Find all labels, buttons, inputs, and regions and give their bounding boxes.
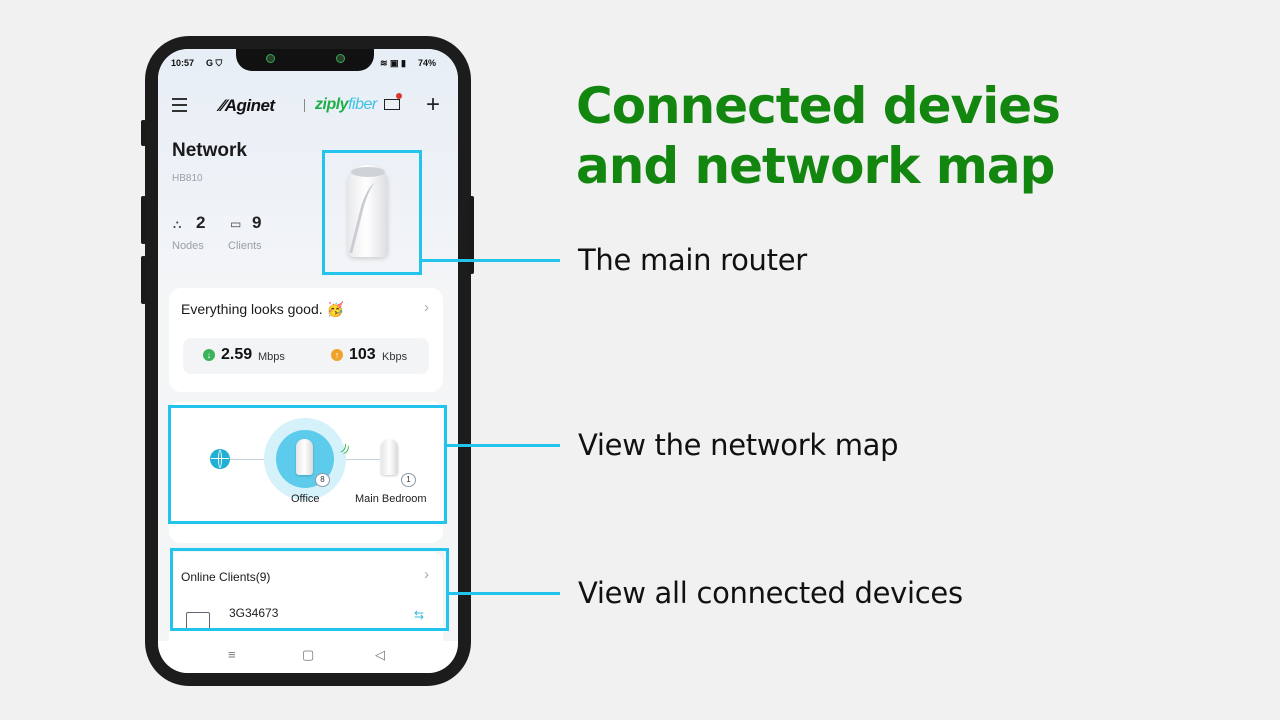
callout-network-map: View the network map: [578, 428, 899, 462]
hamburger-icon[interactable]: [172, 98, 187, 116]
upload-icon: ↑: [331, 349, 343, 361]
nodes-label: Nodes: [172, 240, 204, 252]
bedroom-node-icon[interactable]: [381, 439, 398, 475]
clients-count: 9: [252, 213, 262, 232]
map-link: [230, 459, 270, 460]
android-nav-bar: ≡ ▢ ◁: [158, 641, 458, 673]
battery-level: 74%: [418, 58, 437, 68]
slide-heading: Connected devies and network map: [576, 76, 1216, 196]
camera-notch: [236, 49, 374, 71]
app-bar: ⁄⁄Aginet ziplyfiber +: [158, 91, 458, 118]
main-router-image[interactable]: [348, 165, 390, 257]
upload-unit: Kbps: [382, 351, 408, 363]
router-connector-line: [422, 259, 560, 262]
upload-value: 103: [349, 346, 376, 363]
network-title: Network: [172, 140, 247, 161]
download-unit: Mbps: [258, 351, 285, 363]
mail-icon[interactable]: [384, 99, 400, 110]
speed-panel: ↓ 2.59 Mbps ↑ 103 Kbps: [183, 338, 429, 374]
phone-power-button: [469, 196, 474, 274]
notification-dot: [396, 93, 402, 99]
online-clients-card[interactable]: Online Clients(9) ›: [169, 552, 443, 652]
download-icon: ↓: [203, 349, 215, 361]
clients-highlight-box: [170, 548, 449, 631]
office-node-label: Office: [291, 493, 320, 505]
wifi-status-icon: ≋ ▣ ▮: [380, 58, 406, 68]
recent-apps-icon[interactable]: ≡: [228, 647, 236, 662]
party-emoji: 🥳: [326, 301, 344, 317]
phone-side-button: [141, 196, 146, 244]
home-icon[interactable]: ▢: [302, 647, 315, 662]
back-icon[interactable]: ◁: [375, 647, 385, 662]
map-link: [340, 459, 380, 460]
phone-screen: 10:57 G ⛉ ≋ ▣ ▮ 74% ⁄⁄Aginet ziplyfiber …: [158, 49, 458, 673]
chevron-right-icon: ›: [424, 566, 429, 583]
network-model: HB810: [172, 173, 203, 184]
heading-line-1: Connected devies: [576, 77, 1061, 135]
callout-connected-devices: View all connected devices: [578, 576, 963, 610]
router-highlight-box: [322, 150, 422, 275]
clients-connector-line: [449, 592, 560, 595]
network-status-card[interactable]: Everything looks good. 🥳 › ↓ 2.59 Mbps ↑…: [169, 288, 443, 392]
router-top: [351, 167, 385, 177]
callout-main-router: The main router: [578, 243, 807, 277]
heading-line-2: and network map: [576, 137, 1055, 195]
phone-side-button: [141, 120, 146, 146]
add-button[interactable]: +: [426, 91, 441, 118]
nodes-count: 2: [196, 213, 206, 232]
download-value: 2.59: [221, 346, 253, 363]
chevron-right-icon: ›: [424, 299, 429, 316]
camera-lens: [266, 54, 275, 63]
status-time: 10:57: [171, 58, 195, 68]
aginet-logo: ⁄⁄Aginet: [220, 96, 275, 115]
clients-label: Clients: [228, 240, 262, 252]
bedroom-client-badge: 1: [401, 473, 416, 487]
map-highlight-box: [168, 405, 447, 524]
logo-divider: [304, 99, 305, 112]
client-name[interactable]: 3G34673: [229, 606, 279, 620]
map-connector-line: [447, 444, 560, 447]
nodes-icon: ⛬: [173, 217, 182, 231]
office-client-badge: 8: [315, 473, 330, 487]
office-node-icon[interactable]: [296, 439, 313, 475]
transfer-icon[interactable]: ⇆: [414, 608, 425, 622]
internet-globe-icon: [210, 449, 230, 469]
phone-side-button: [141, 256, 146, 304]
online-clients-title: Online Clients(9): [181, 570, 271, 584]
clients-icon: ▭: [230, 217, 242, 231]
ziply-fiber-logo: ziplyfiber: [315, 96, 377, 113]
status-message: Everything looks good. 🥳: [181, 301, 344, 317]
camera-lens: [336, 54, 345, 63]
header-background: [158, 49, 458, 289]
bedroom-node-label: Main Bedroom: [355, 493, 427, 505]
status-icons: G ⛉: [206, 58, 223, 68]
